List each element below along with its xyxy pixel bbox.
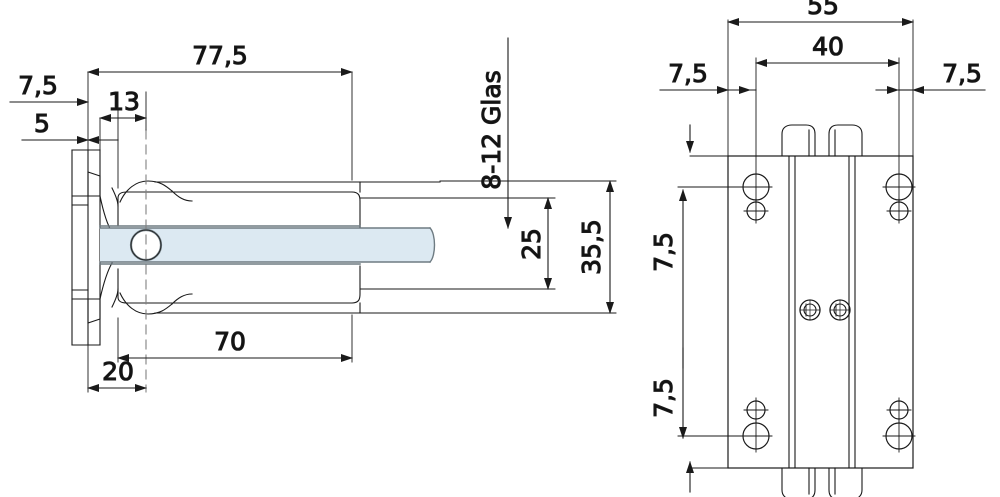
hole-top-right-small bbox=[886, 198, 912, 224]
dimension-70-label: 70 bbox=[214, 327, 246, 356]
dimension-70: 70 bbox=[117, 326, 353, 362]
dimension-7-5-left-label: 7,5 bbox=[668, 59, 708, 88]
wall-mount-plate bbox=[71, 149, 101, 346]
dimension-glass-note: 8-12 Glas bbox=[476, 37, 512, 229]
dimension-13-label: 13 bbox=[108, 87, 140, 116]
dimension-7-5-right: 7,5 bbox=[875, 58, 986, 94]
dimension-5-left-lower: 5 bbox=[21, 108, 89, 144]
dimension-77-5-label: 77,5 bbox=[192, 41, 248, 70]
hole-bottom-right-small bbox=[886, 397, 912, 423]
screw-center-right bbox=[829, 299, 851, 321]
pivot-pin bbox=[129, 228, 163, 262]
housing-upper bbox=[117, 181, 441, 229]
clamp-tabs-top bbox=[781, 124, 863, 157]
dimension-20: 20 bbox=[87, 356, 147, 392]
dimension-7-5-vertical-lower-label: 7,5 bbox=[649, 378, 678, 418]
dimension-77-5: 77,5 bbox=[87, 40, 353, 76]
dimension-40: 40 bbox=[755, 31, 900, 67]
dimension-55: 55 bbox=[727, 0, 914, 26]
dimension-7-5-vertical-upper: 7,5 bbox=[648, 189, 687, 369]
dimension-25: 25 bbox=[359, 197, 556, 290]
hole-top-left-small bbox=[743, 198, 769, 224]
dimension-25-label: 25 bbox=[517, 228, 546, 260]
front-plate-inner-lines bbox=[788, 155, 856, 469]
dimension-7-5-left-upper: 7,5 bbox=[9, 70, 89, 106]
dimension-7-5-right-label: 7,5 bbox=[942, 59, 982, 88]
front-plate-outline bbox=[727, 155, 914, 469]
dimension-35-5-label: 35,5 bbox=[577, 219, 606, 275]
dimension-13: 13 bbox=[99, 86, 147, 122]
glass-note-label: 8-12 Glas bbox=[477, 70, 506, 189]
clamp-tabs-bottom bbox=[781, 467, 863, 497]
dimension-7-5-vertical-upper-label: 7,5 bbox=[649, 232, 678, 272]
screw-center-left bbox=[799, 299, 821, 321]
cover-cap-upper bbox=[119, 180, 193, 203]
dimension-40-label: 40 bbox=[812, 32, 844, 61]
dimension-5-label: 5 bbox=[34, 109, 50, 138]
side-view-group: 77,5 13 7,5 5 70 20 bbox=[9, 37, 617, 393]
glass-panel bbox=[99, 225, 436, 265]
hole-top-right-large bbox=[882, 170, 916, 204]
hole-bottom-left-small bbox=[743, 397, 769, 423]
housing-lower bbox=[117, 265, 441, 314]
dimension-7-5-left-upper-label: 7,5 bbox=[18, 71, 58, 100]
hole-bottom-right-large bbox=[882, 419, 916, 453]
dimension-7-5-vertical-lower: 7,5 bbox=[648, 347, 687, 439]
front-view-group: 55 40 7,5 7,5 7,5 bbox=[648, 0, 986, 497]
dimension-35-5: 35,5 bbox=[439, 180, 617, 314]
dimension-7-5-left: 7,5 bbox=[659, 58, 757, 94]
dimension-20-label: 20 bbox=[102, 357, 134, 386]
dimension-55-label: 55 bbox=[807, 0, 839, 20]
